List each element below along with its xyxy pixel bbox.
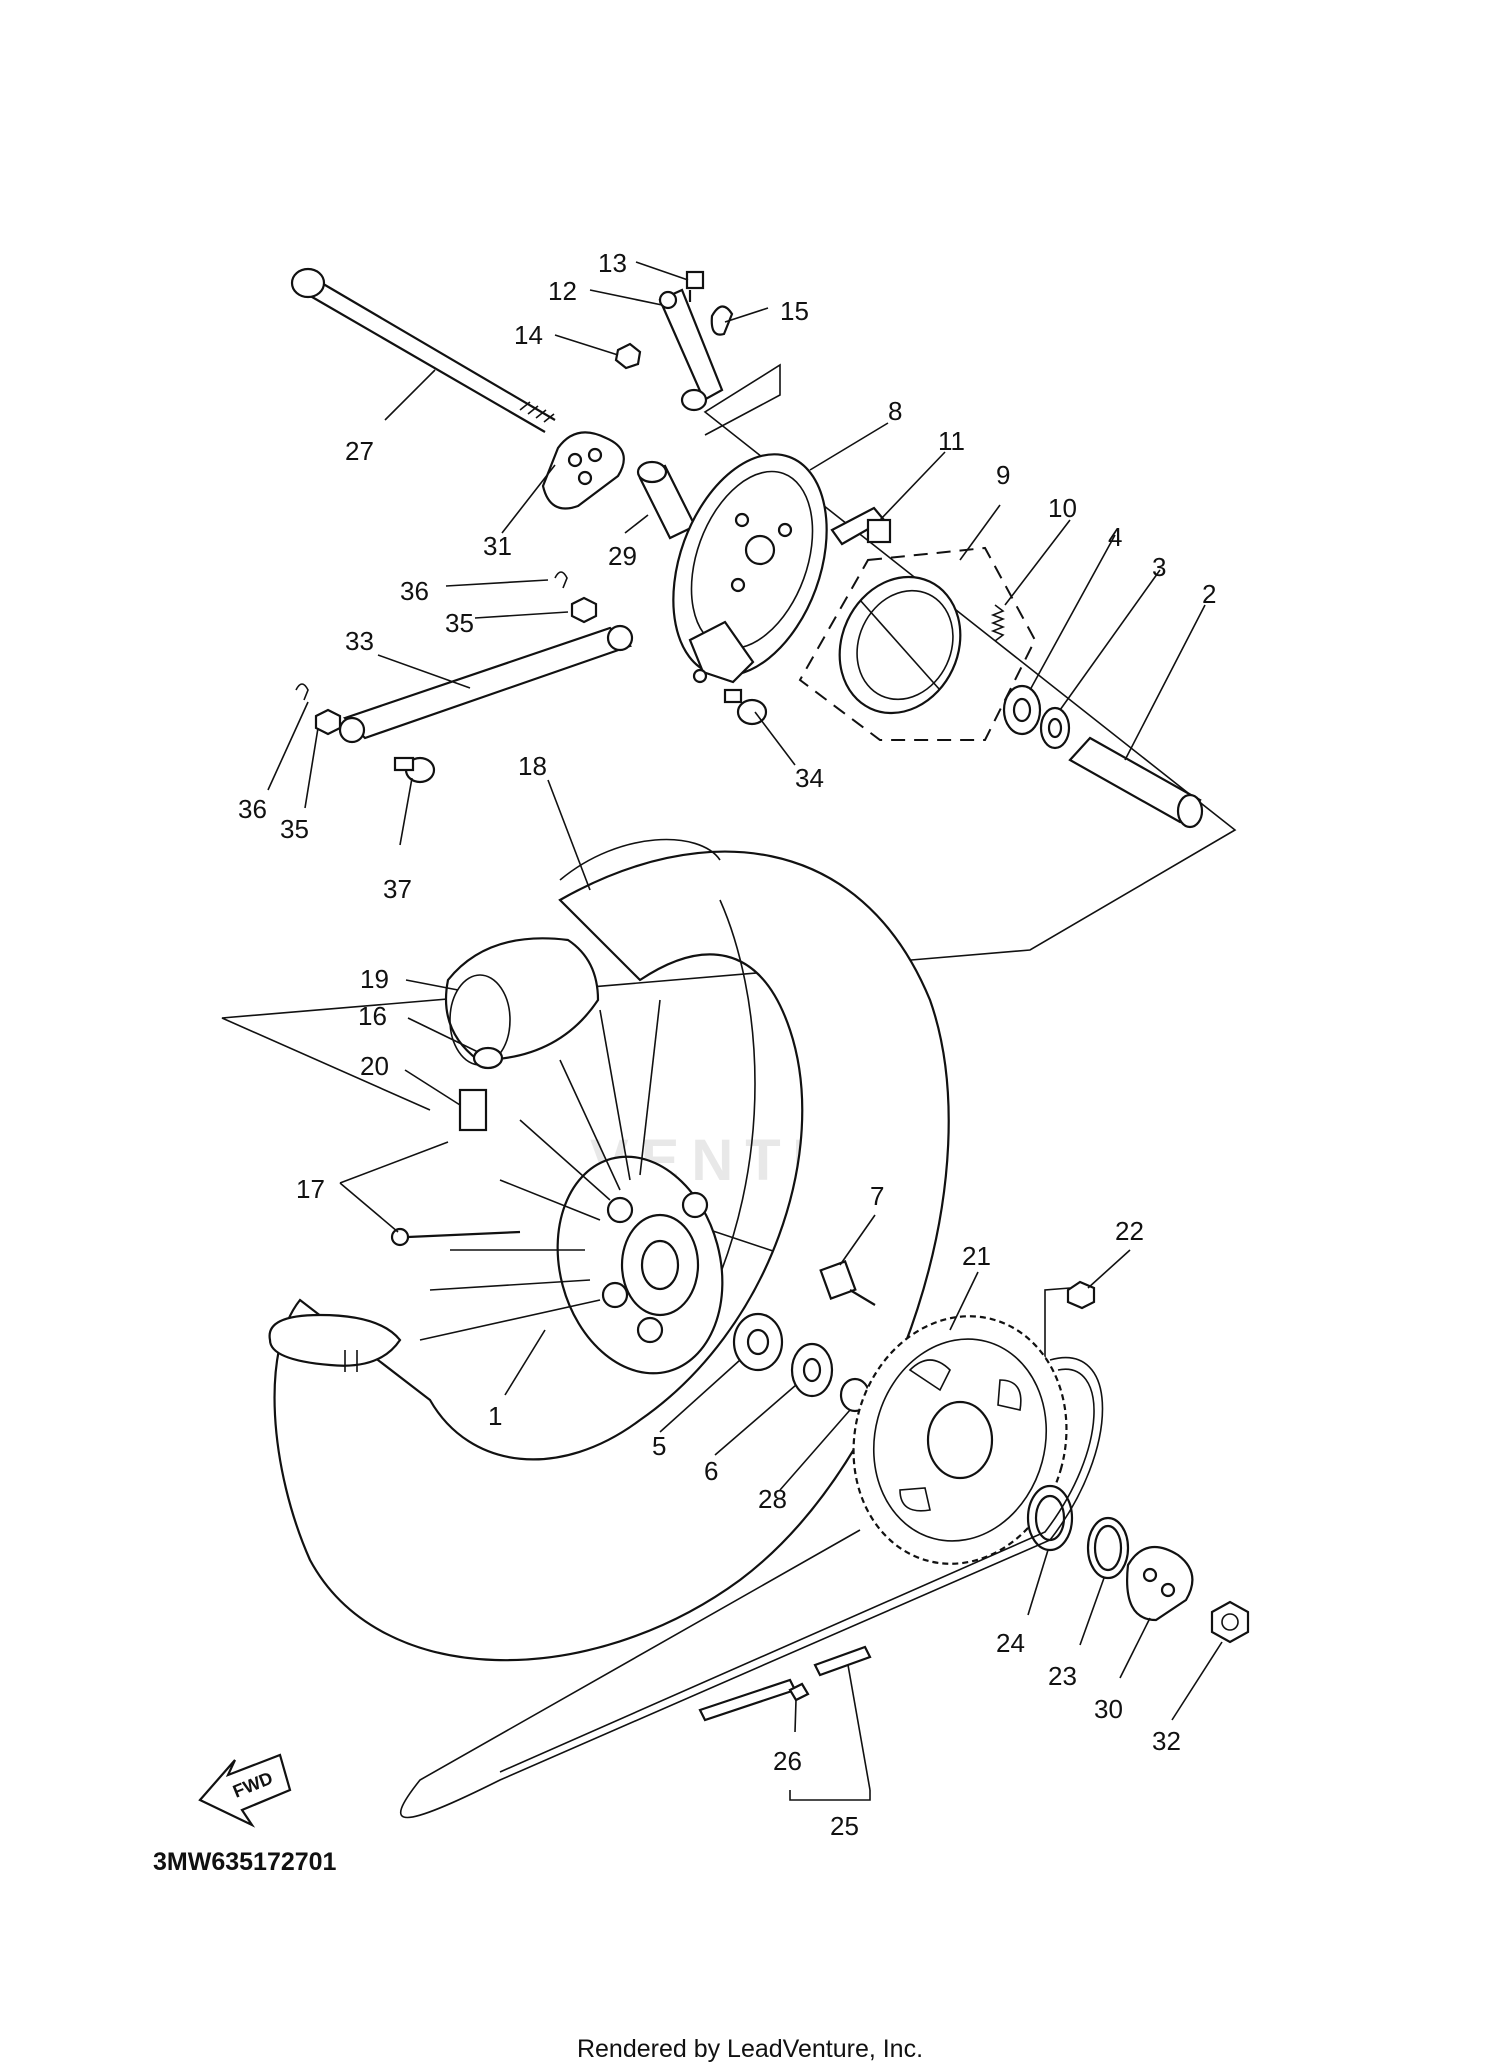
part-12-camshaft-lever[interactable] [658,288,724,412]
callout-34[interactable]: 34 [795,763,824,793]
callout-30[interactable]: 30 [1094,1694,1123,1724]
callout-20[interactable]: 20 [360,1051,389,1081]
callout-26[interactable]: 26 [773,1746,802,1776]
brake-shoe-group-boundary [798,546,1037,741]
part-22-nut[interactable] [1066,1280,1096,1310]
callout-15[interactable]: 15 [780,296,809,326]
callout-35-left[interactable]: 35 [280,814,309,844]
callout-13[interactable]: 13 [598,248,627,278]
part-18-tire-cutaway[interactable] [268,1313,402,1372]
callout-4[interactable]: 4 [1108,522,1122,552]
callout-28[interactable]: 28 [758,1484,787,1514]
callout-23[interactable]: 23 [1048,1661,1077,1691]
callout-36-left[interactable]: 36 [238,794,267,824]
part-32-axle-nut[interactable] [1210,1600,1250,1644]
part-26-joint-clip[interactable] [788,1682,810,1702]
part-36-cotter-pin-top[interactable] [554,571,568,589]
callout-35-top[interactable]: 35 [445,608,474,638]
callout-24[interactable]: 24 [996,1628,1025,1658]
drawing-code: 3MW635172701 [153,1848,337,1876]
callout-8[interactable]: 8 [888,396,902,426]
callout-14[interactable]: 14 [514,320,543,350]
callout-18[interactable]: 18 [518,751,547,781]
callout-29[interactable]: 29 [608,541,637,571]
part-15-clip[interactable] [710,305,734,336]
callout-2[interactable]: 2 [1202,579,1216,609]
wheel-spokes [419,999,661,1341]
callout-22[interactable]: 22 [1115,1216,1144,1246]
part-18-tire[interactable] [273,838,950,1662]
part-31-chain-adjuster-plate[interactable] [541,431,625,510]
part-8-brake-shoe-plate[interactable] [645,433,855,697]
callout-6[interactable]: 6 [704,1456,718,1486]
callout-5[interactable]: 5 [652,1431,666,1461]
callout-36-top[interactable]: 36 [400,576,429,606]
callout-10[interactable]: 10 [1048,493,1077,523]
part-30-adjuster-plate[interactable] [1126,1545,1194,1622]
callout-37[interactable]: 37 [383,874,412,904]
part-36-cotter-pin-left[interactable] [295,683,309,701]
part-4-bearing[interactable] [1002,684,1042,736]
part-2-spacer[interactable] [1068,736,1204,829]
part-9-brake-shoe[interactable] [818,557,982,733]
part-16-valve-nut[interactable] [472,1046,504,1070]
part-7-collar[interactable] [819,1260,876,1306]
part-21-driven-sprocket[interactable] [826,1292,1094,1588]
callout-11[interactable]: 11 [938,426,965,456]
callout-27[interactable]: 27 [345,436,374,466]
callout-labels: 13 12 14 15 27 8 11 9 10 4 3 2 31 29 36 … [238,248,1216,1841]
callout-31[interactable]: 31 [483,531,512,561]
callout-25[interactable]: 25 [830,1811,859,1841]
callout-32[interactable]: 32 [1152,1726,1181,1756]
leader-lines [267,261,1223,1801]
part-35-nut-left[interactable] [314,708,342,736]
callout-1[interactable]: 1 [488,1401,502,1431]
part-5-bearing[interactable] [732,1312,784,1372]
part-37-bolt[interactable] [393,756,436,784]
part-23-circlip[interactable] [1086,1516,1130,1580]
callout-9[interactable]: 9 [996,460,1010,490]
part-20-valve[interactable] [458,1088,488,1132]
part-6-oil-seal[interactable] [790,1342,834,1398]
part-27-axle[interactable] [290,267,556,433]
part-33-tension-bar[interactable] [338,624,634,744]
part-13-bolt[interactable] [685,270,705,302]
callout-16[interactable]: 16 [358,1001,387,1031]
callout-3[interactable]: 3 [1152,552,1166,582]
callout-19[interactable]: 19 [360,964,389,994]
callout-33[interactable]: 33 [345,626,374,656]
callout-17[interactable]: 17 [296,1174,325,1204]
part-11-camshaft[interactable] [830,506,892,546]
part-19-rim-band[interactable] [444,937,600,1066]
part-29-collar[interactable] [636,460,697,540]
part-17-spoke-nipple[interactable] [390,1227,521,1247]
part-14-nut[interactable] [614,342,642,370]
part-10-spring[interactable] [990,604,1006,642]
callout-7[interactable]: 7 [870,1181,884,1211]
fwd-arrow-icon: FWD [198,1753,292,1828]
callout-12[interactable]: 12 [548,276,577,306]
part-1-hub[interactable] [534,1138,745,1392]
render-credit: Rendered by LeadVenture, Inc. [576,2035,924,2063]
assembly-boundary-brake [221,363,1237,1111]
callout-21[interactable]: 21 [962,1241,991,1271]
part-35-nut-top[interactable] [570,596,598,624]
part-3-oil-seal[interactable] [1039,706,1071,750]
